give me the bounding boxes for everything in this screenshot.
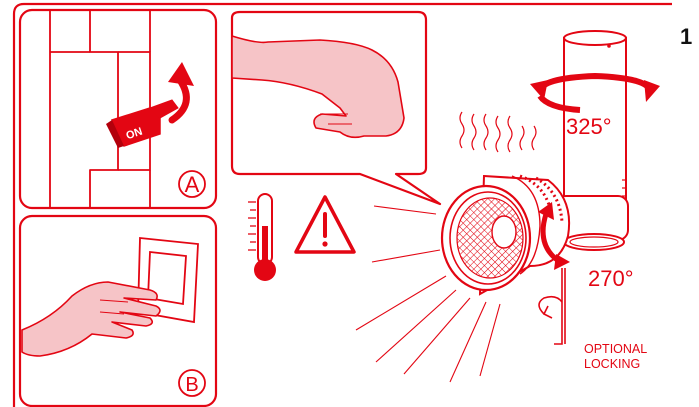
allen-key-icon (539, 268, 565, 344)
thermometer-icon (248, 194, 276, 281)
heat-waves-icon (460, 112, 536, 152)
panel-b: B (20, 216, 216, 406)
locking-label-line1: OPTIONAL (584, 342, 647, 356)
callout-hand-panel (232, 12, 440, 204)
page-number: 1 (680, 24, 692, 49)
rotation-270-label: 270° (588, 266, 634, 291)
locking-label-line2: LOCKING (584, 357, 640, 371)
badge-a: A (185, 172, 200, 197)
warning-triangle-icon (296, 197, 354, 252)
rotation-325-label: 325° (566, 114, 612, 139)
spotlight-fixture (442, 31, 628, 294)
panel-a: ON A (20, 10, 216, 208)
badge-b: B (185, 374, 198, 396)
